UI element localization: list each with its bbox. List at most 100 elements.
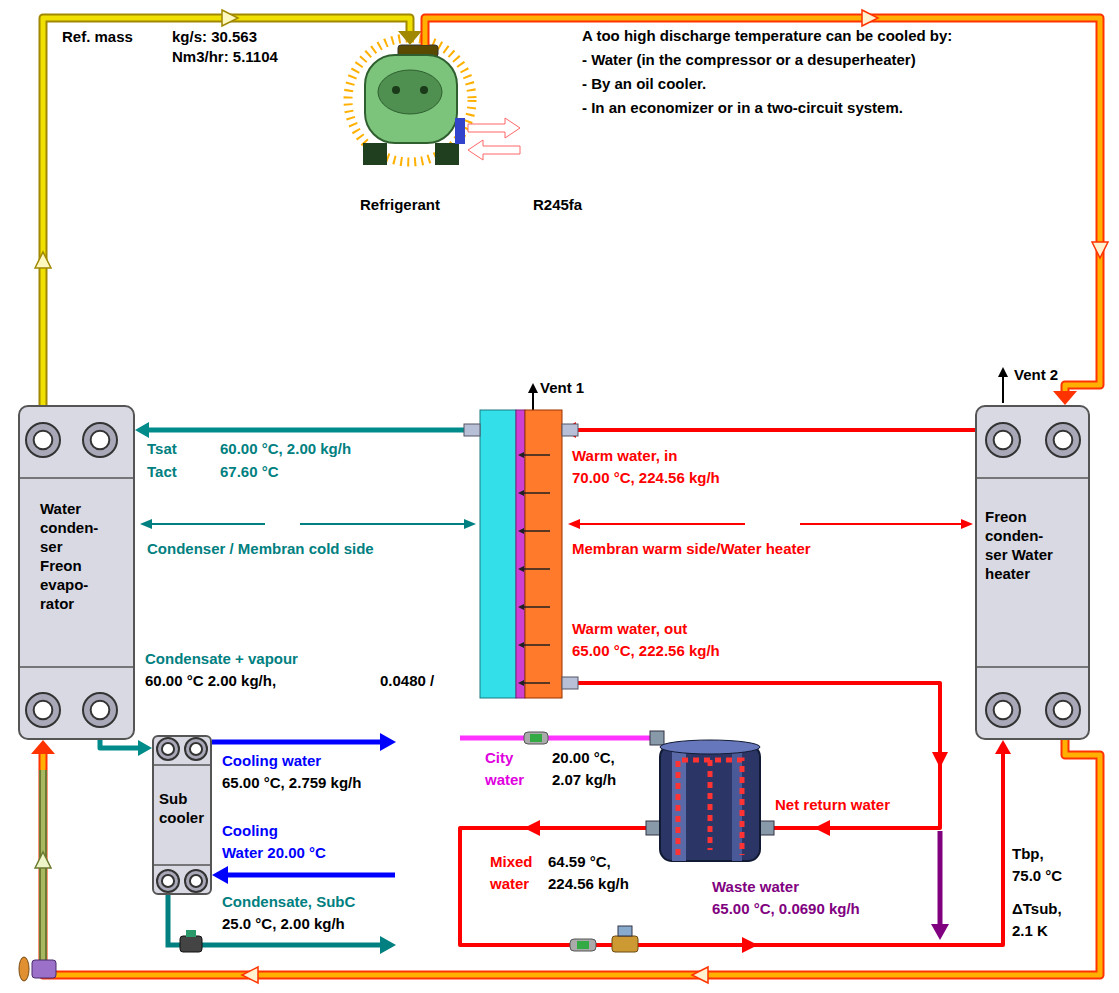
value-label: Waste water — [712, 878, 799, 896]
drawing-part — [380, 733, 396, 751]
value-label: Warm water, in — [572, 447, 677, 465]
vent-arrows — [528, 367, 1008, 410]
drawing-part — [26, 423, 60, 457]
drawing-part — [83, 423, 117, 457]
arrow-head — [31, 740, 55, 754]
compressor-foot — [363, 143, 387, 165]
drawing-part — [154, 864, 210, 866]
drawing-part — [91, 431, 110, 450]
drawing-part — [154, 764, 210, 766]
drawing-part — [226, 873, 395, 878]
waste-water-line — [931, 831, 949, 940]
drawing-part — [464, 519, 476, 529]
drawing-part — [518, 528, 524, 534]
equipment-node: Water conden- ser Freon evapo- rator — [18, 405, 135, 740]
pipe-line — [576, 428, 975, 432]
drawing-part — [162, 743, 174, 755]
drawing-part — [646, 821, 660, 835]
pipe-line — [460, 683, 1003, 945]
drawing-part — [518, 680, 524, 686]
arrow-head — [135, 422, 149, 438]
drawing-part — [1092, 242, 1108, 258]
flow-chevrons — [35, 10, 1108, 983]
value-label: Warm water, out — [572, 620, 687, 638]
membrane-shape — [480, 410, 562, 698]
value-label: Condensate, SubC — [222, 893, 355, 911]
drawing-part — [931, 924, 949, 940]
drawing-part — [212, 866, 228, 884]
value-label: A too high discharge temperature can be … — [582, 27, 952, 45]
drawing-part — [242, 967, 258, 983]
drawing-part — [19, 957, 29, 981]
drawing-part — [20, 477, 133, 479]
drawing-part — [994, 431, 1013, 450]
compressor-foot — [435, 143, 459, 165]
compressor-block — [455, 118, 465, 144]
value-label: City — [485, 749, 513, 767]
arrow-head — [1053, 391, 1077, 405]
value-label: 20.00 °C, — [552, 749, 615, 767]
compressor-icon — [348, 38, 520, 165]
drawing-part — [938, 831, 943, 925]
drawing-part — [932, 752, 948, 768]
value-label: Nm3/hr: 5.1104 — [172, 48, 278, 66]
drawing-part — [524, 606, 550, 608]
drawing-part — [34, 431, 53, 450]
pipe-core — [425, 18, 1100, 391]
value-label: Tsat — [147, 440, 177, 458]
drawing-part — [570, 939, 596, 951]
drawing-part — [1046, 423, 1080, 457]
pipe-line — [43, 18, 410, 405]
value-label: 75.0 °C — [1012, 867, 1062, 885]
pipe-connector — [460, 683, 1011, 945]
vent-label: Vent 2 — [1014, 365, 1058, 384]
drawing-part — [977, 666, 1088, 668]
drawing-part — [380, 936, 396, 954]
drawing-part — [524, 568, 550, 570]
drawing-part — [480, 410, 516, 698]
drawing-part — [212, 740, 380, 745]
value-label: Condensate + vapour — [145, 650, 298, 668]
drawing-part — [222, 10, 238, 26]
pipe-line — [425, 18, 1100, 391]
value-label: water — [490, 875, 529, 893]
value-label: Cooling water — [222, 752, 321, 770]
arrow-head — [138, 740, 152, 756]
drawing-part — [530, 734, 542, 742]
drawing-part — [186, 930, 196, 937]
equipment-node: Sub cooler — [152, 735, 212, 895]
drawing-part — [650, 731, 664, 745]
air-arrow — [468, 118, 520, 138]
drawing-part — [150, 523, 265, 525]
value-label: Tact — [147, 463, 177, 481]
value-label: - In an economizer or in a two-circuit s… — [582, 99, 903, 117]
drawing-part — [1002, 376, 1004, 403]
mixed-water-valves — [570, 926, 638, 952]
drawing-part — [568, 519, 580, 529]
drawing-part — [524, 530, 550, 532]
value-label: water — [485, 771, 524, 789]
drawing-part — [742, 937, 758, 953]
drawing-part — [994, 701, 1013, 720]
drawing-part — [518, 566, 524, 572]
drawing-part — [528, 383, 538, 393]
drawing-part — [185, 870, 207, 892]
drawing-part — [562, 424, 578, 436]
drawing-part — [577, 941, 589, 949]
drawing-part — [862, 10, 878, 26]
value-label: 65.00 °C, 2.759 kg/h — [222, 774, 361, 792]
value-label: Membran warm side/Water heater — [572, 540, 811, 558]
drawing-part — [660, 740, 760, 754]
compressor-dot — [420, 86, 428, 94]
arrow-head — [398, 31, 422, 45]
city-water-line — [460, 732, 660, 744]
value-label: Water 20.00 °C — [222, 844, 326, 862]
drawing-part — [32, 960, 56, 978]
node-label: Freon conden- ser Water heater — [985, 507, 1053, 583]
pipe-connector — [100, 740, 152, 756]
value-label: Ref. mass — [62, 28, 133, 46]
drawing-part — [977, 477, 1088, 479]
pipe-line — [100, 740, 138, 748]
value-label: 70.00 °C, 224.56 kg/h — [572, 469, 720, 487]
air-arrow — [468, 140, 520, 160]
